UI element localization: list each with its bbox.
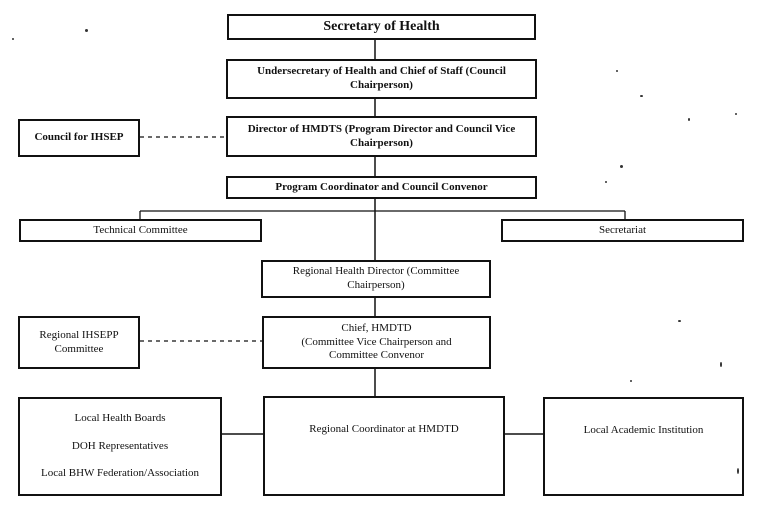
council-box: Council for IHSEP [18, 119, 140, 157]
director-label: Director of HMDTS (Program Director and … [247, 122, 516, 149]
scan-speck [688, 118, 690, 121]
technical-committee-box: Technical Committee [19, 219, 262, 242]
program-coordinator-label: Program Coordinator and Council Convenor [275, 180, 488, 193]
academic-institution-box: Local Academic Institution [543, 397, 744, 496]
chief-line-3: Committee Convenor [328, 349, 424, 362]
secretary-label: Secretary of Health [323, 19, 440, 35]
director-box: Director of HMDTS (Program Director and … [226, 116, 537, 157]
secretary-box: Secretary of Health [227, 14, 536, 40]
chief-line-1: Chief, HMDTD [341, 321, 412, 334]
scan-speck [85, 29, 88, 32]
scan-speck [616, 70, 618, 72]
academic-institution-label: Local Academic Institution [583, 424, 704, 436]
regional-director-box: Regional Health Director (Committee Chai… [261, 260, 491, 298]
scan-speck [620, 165, 623, 168]
regional-committee-label: Regional IHSEPP Committee [39, 328, 119, 355]
council-label: Council for IHSEP [34, 131, 124, 144]
program-coordinator-box: Program Coordinator and Council Convenor [226, 176, 537, 199]
undersecretary-box: Undersecretary of Health and Chief of St… [226, 59, 537, 99]
local-bhw-federation-label: Local BHW Federation/Association [40, 467, 200, 480]
secretariat-box: Secretariat [501, 219, 744, 242]
undersecretary-label: Undersecretary of Health and Chief of St… [257, 65, 506, 91]
scan-speck [720, 362, 722, 367]
scan-speck [678, 320, 681, 322]
scan-speck [640, 95, 643, 97]
scan-speck [605, 181, 607, 183]
secretariat-label: Secretariat [598, 223, 647, 236]
chief-box: Chief, HMDTD (Committee Vice Chairperson… [262, 316, 491, 369]
local-health-boards-label: Local Health Boards [74, 411, 166, 424]
scan-speck [630, 380, 632, 382]
technical-committee-label: Technical Committee [93, 223, 188, 236]
regional-coordinator-box: Regional Coordinator at HMDTD [263, 396, 505, 496]
scan-speck [735, 113, 737, 115]
regional-coordinator-label: Regional Coordinator at HMDTD [309, 423, 459, 435]
doh-representatives-label: DOH Representatives [71, 439, 169, 452]
chief-line-2: (Committee Vice Chairperson and [301, 335, 452, 348]
local-groups-box: Local Health Boards DOH Representatives … [18, 397, 222, 496]
scan-speck [737, 468, 739, 474]
scan-speck [12, 38, 14, 40]
regional-director-label: Regional Health Director (Committee Chai… [292, 265, 460, 291]
regional-committee-box: Regional IHSEPP Committee [18, 316, 140, 369]
